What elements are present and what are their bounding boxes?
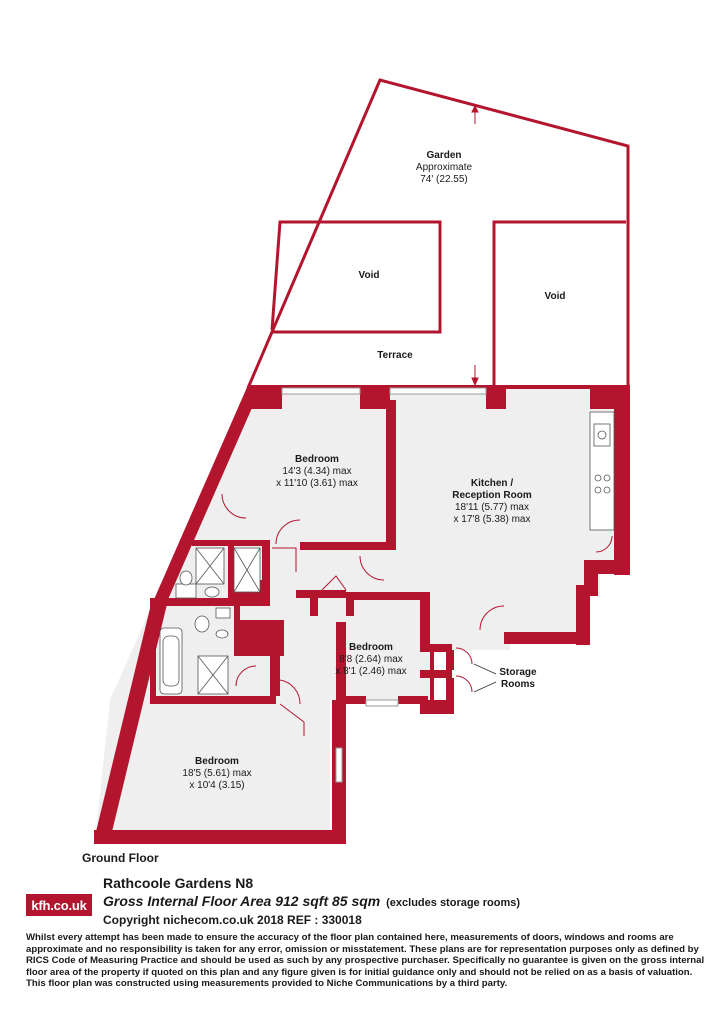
kitchen-fixtures [589,411,615,531]
bedroom2-dim2: x 8'1 (2.46) max [335,666,406,677]
gia-note: (excludes storage rooms) [386,897,521,909]
terrace-label: Terrace [377,350,413,361]
gia-text: Gross Internal Floor Area 912 sqft 85 sq… [103,893,381,909]
void-right-label: Void [545,291,566,302]
windows [281,387,487,783]
void-left-label: Void [359,270,380,281]
bathroom-fixtures [159,547,261,695]
floor-plan: Garden Approximate 74' (22.55) Void Void… [94,78,630,844]
kitchen-dim1: 18'11 (5.77) max [455,502,529,513]
property-address: Rathcoole Gardens N8 [103,875,254,891]
garden-dimension: 74' (22.55) [420,174,468,185]
door-swings [221,493,613,736]
disclaimer-text: Whilst every attempt has been made to en… [26,932,705,989]
bedroom1-dim1: 14'3 (4.34) max [282,466,351,477]
bedroom1-dim2: x 11'10 (3.61) max [276,478,358,489]
void-outlines [270,220,626,386]
storage-label2: Rooms [501,679,535,690]
bedroom3-label: Bedroom [195,756,239,767]
floor-label: Ground Floor [82,851,159,865]
garden-label: Garden [426,150,461,161]
gross-internal-area: Gross Internal Floor Area 912 sqft 85 sq… [103,893,520,909]
kfh-logo: kfh.co.uk [26,894,92,916]
garden-subtitle: Approximate [416,162,473,173]
bedroom2-dim1: 8'8 (2.64) max [339,654,403,665]
storage-pointer-lines [473,663,497,693]
kitchen-label: Kitchen / [471,478,513,489]
bedroom3-dim1: 18'5 (5.61) max [182,768,251,779]
kitchen-label2: Reception Room [452,490,532,501]
bedroom3-dim2: x 10'4 (3.15) [189,780,244,791]
arrow-icons [471,104,479,387]
garden-outline [246,78,630,389]
storage-label: Storage [499,667,537,678]
floor-area [96,388,628,832]
copyright-text: Copyright nichecom.co.uk 2018 REF : 3300… [103,913,362,927]
walls [94,385,630,844]
bedroom2-label: Bedroom [349,642,393,653]
kitchen-dim2: x 17'8 (5.38) max [454,514,531,525]
bedroom1-label: Bedroom [295,454,339,465]
